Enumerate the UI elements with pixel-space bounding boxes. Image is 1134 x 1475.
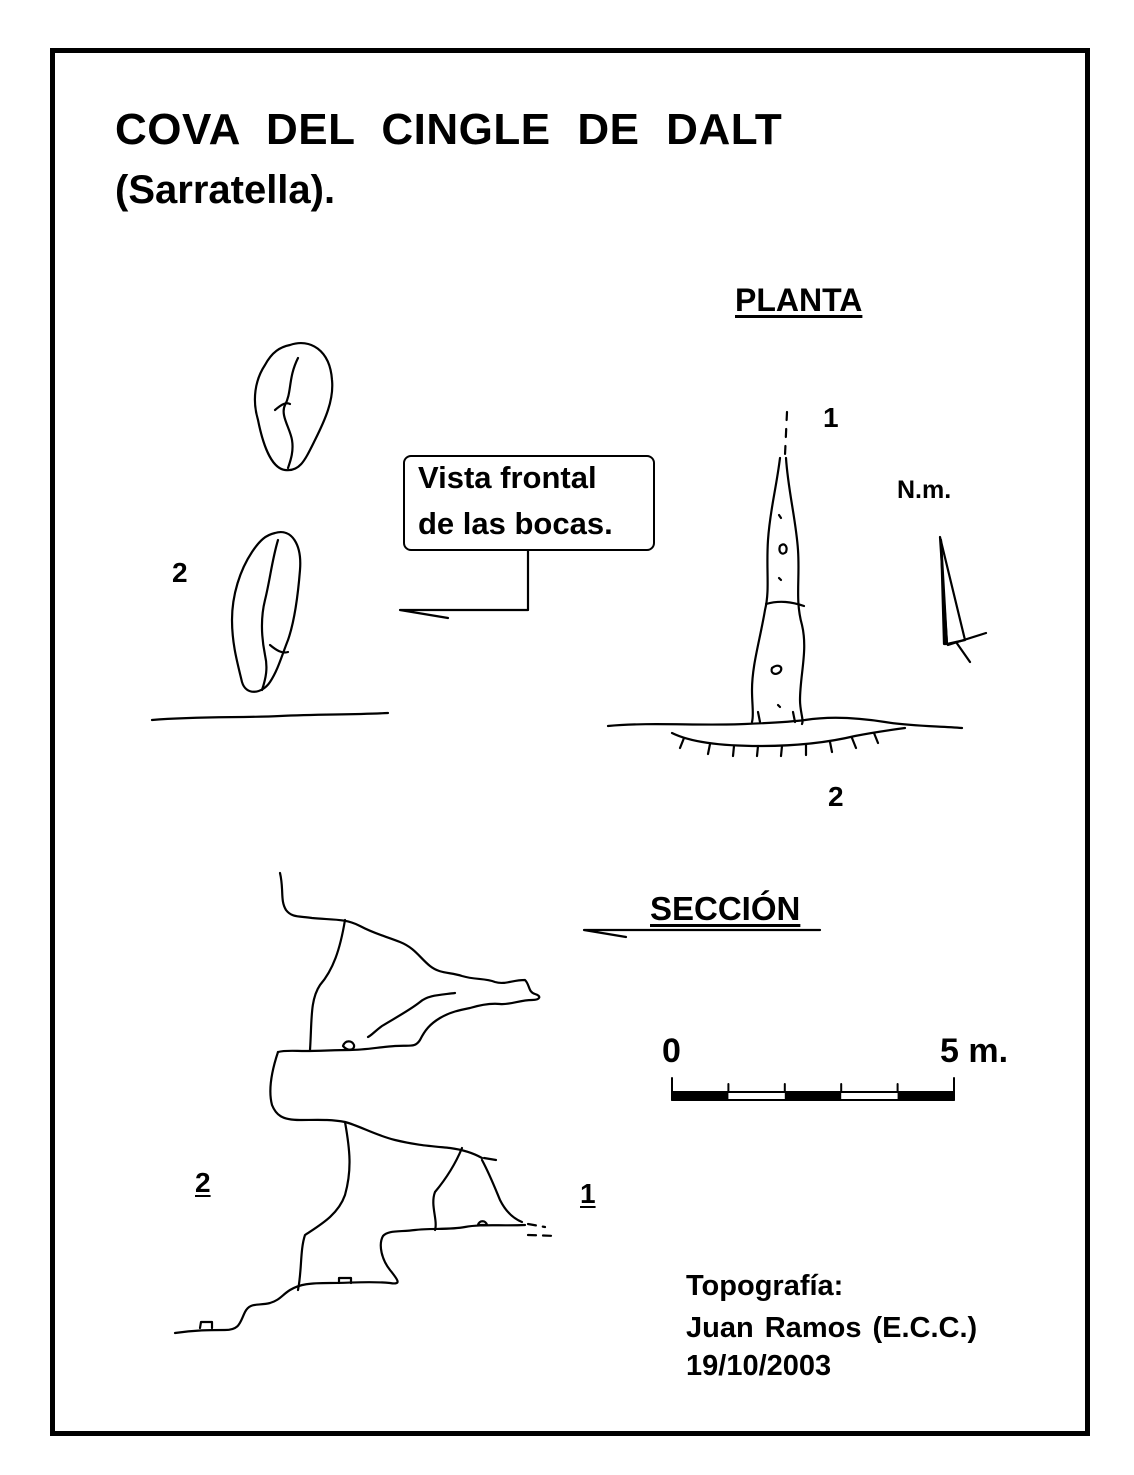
scale-bar-ticks	[671, 1077, 955, 1101]
drawing-frame	[50, 48, 1090, 1436]
section-crack-3	[296, 1120, 351, 1292]
plan-gallery-tick-left	[756, 710, 762, 724]
section-crack-1	[308, 918, 347, 1052]
plan-entrance-2-floor	[670, 726, 907, 748]
section-lower-dashes	[526, 1222, 558, 1238]
credits-date: 19/10/2003	[686, 1350, 832, 1382]
section-middle-block	[269, 1050, 484, 1160]
front-view-upper-mouth	[253, 342, 334, 472]
page-title: COVA DEL CINGLE DE DALT	[115, 105, 783, 154]
callout-leader	[398, 549, 530, 620]
plan-heading: PLANTA	[735, 282, 863, 318]
section-nodule-2	[476, 1220, 489, 1227]
section-nodule-1	[341, 1040, 356, 1051]
front-view-callout-box	[403, 455, 655, 551]
plan-entrance-1-dashes	[783, 410, 789, 457]
section-upper-outline	[276, 871, 541, 1054]
scale-bar-seg-1	[672, 1092, 729, 1100]
section-entrance-1-label: 1	[580, 1178, 596, 1209]
callout-text-line2: de las bocas.	[418, 506, 613, 541]
plan-gallery-mark-lower	[770, 664, 783, 675]
front-view-entrance-2-label: 2	[172, 557, 188, 588]
front-view-upper-mouth-crack-2	[273, 402, 292, 412]
front-view-lower-mouth	[230, 531, 302, 693]
front-view-ground-line	[150, 711, 390, 722]
section-nodule-3	[337, 1276, 353, 1285]
section-lower-floor	[173, 1223, 527, 1335]
plan-floor-hachures	[678, 731, 880, 758]
section-crack-2	[366, 991, 457, 1039]
callout-text-line1: Vista frontal	[418, 460, 597, 495]
plan-gallery-left-wall	[750, 456, 782, 724]
north-arrow-tail	[946, 631, 988, 664]
front-view-lower-mouth-crack-2	[268, 643, 290, 654]
north-arrow-fill	[939, 538, 949, 646]
section-heading: SECCIÓN	[650, 890, 801, 927]
plan-gallery-mark-upper	[778, 543, 788, 555]
section-nodule-4	[198, 1320, 214, 1330]
scale-bar-seg-5	[897, 1092, 954, 1100]
plan-gallery-dot-2	[777, 576, 783, 582]
plan-cliff-line	[606, 716, 964, 730]
section-entrance-2-label: 2	[195, 1167, 211, 1198]
plan-gallery-right-wall	[784, 456, 806, 726]
plan-gallery-dot-1	[777, 513, 783, 520]
credits-author: Juan Ramos (E.C.C.)	[686, 1312, 978, 1344]
plan-gallery-cross-line	[764, 600, 806, 608]
plan-gallery-dot-3	[776, 703, 782, 709]
front-view-upper-mouth-crack	[282, 356, 300, 470]
credits-heading: Topografía:	[686, 1270, 844, 1302]
scale-start-label: 0	[662, 1032, 681, 1070]
scale-end-label: 5 m.	[940, 1032, 1009, 1070]
scale-bar-seg-3	[784, 1092, 842, 1100]
front-view-lower-mouth-crack	[260, 538, 280, 692]
section-lower-outline	[480, 1158, 524, 1224]
section-middle-dash	[482, 1156, 498, 1162]
plan-entrance-2-label: 2	[828, 781, 844, 812]
section-crack-4	[432, 1146, 464, 1232]
section-leader	[582, 928, 822, 939]
north-label: N.m.	[897, 476, 952, 504]
page-subtitle: (Sarratella).	[115, 168, 336, 212]
plan-entrance-1-label: 1	[823, 402, 839, 433]
